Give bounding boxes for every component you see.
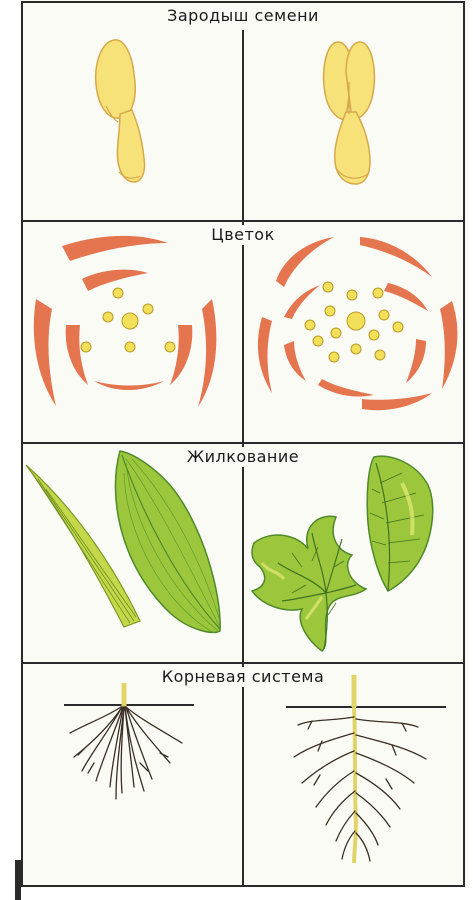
section-flower: Цветок [22, 221, 464, 443]
venation-illustration [22, 443, 464, 663]
section-seed-embryo: Зародыш семени [22, 2, 464, 221]
monocot-embryo-icon [96, 40, 145, 182]
root-system-illustration [22, 663, 464, 886]
section-root-system: Корневая система [22, 663, 464, 886]
pentamerous-flower-icon [258, 237, 458, 410]
section-venation: Жилкование [22, 443, 464, 663]
flower-diagram-illustration [22, 221, 464, 443]
parallel-venation-icon [26, 451, 220, 633]
dicot-embryo-icon [324, 42, 375, 184]
fibrous-root-icon [64, 683, 194, 799]
trimerous-flower-icon [34, 236, 217, 407]
net-venation-icon [252, 456, 433, 651]
taproot-icon [286, 675, 446, 863]
seed-embryo-illustration [22, 2, 464, 221]
